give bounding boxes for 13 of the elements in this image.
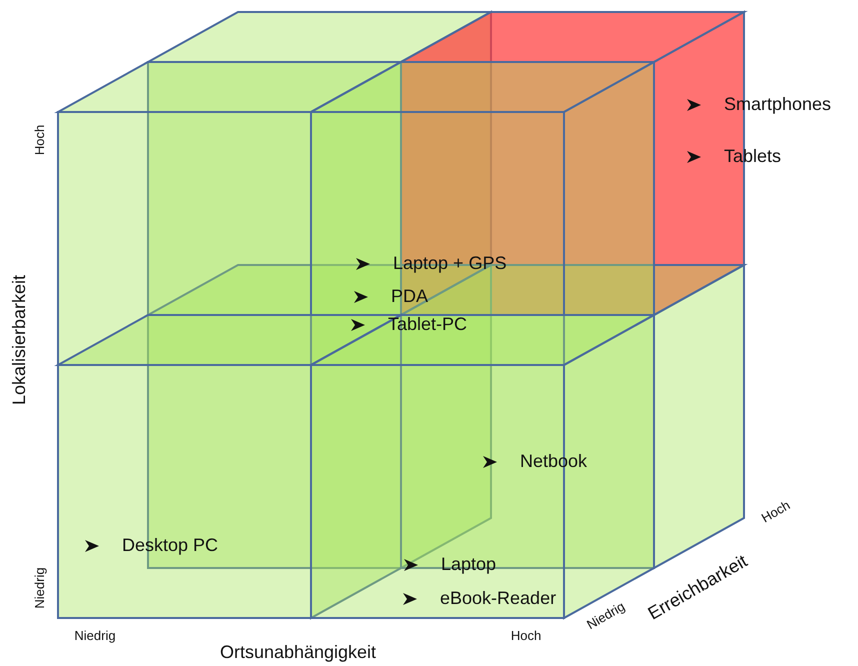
axis-tick-label: Niedrig: [74, 628, 116, 644]
list-item: Laptop: [441, 555, 496, 575]
list-item: eBook-Reader: [440, 589, 556, 609]
axis-tick-label: Hoch: [32, 124, 48, 156]
list-item: Desktop PC: [122, 536, 218, 556]
axis-tick-label: Niedrig: [32, 567, 48, 609]
axis-title: Lokalisierbarkeit: [10, 274, 30, 406]
axis-tick-label: Hoch: [510, 628, 542, 644]
list-item: PDA: [391, 287, 428, 307]
axis-tick-label: Hoch: [759, 498, 793, 526]
list-item: Tablet-PC: [388, 315, 468, 335]
axis-title: Ortsunabhängigkeit: [220, 643, 376, 663]
list-item: Laptop + GPS: [393, 254, 507, 274]
